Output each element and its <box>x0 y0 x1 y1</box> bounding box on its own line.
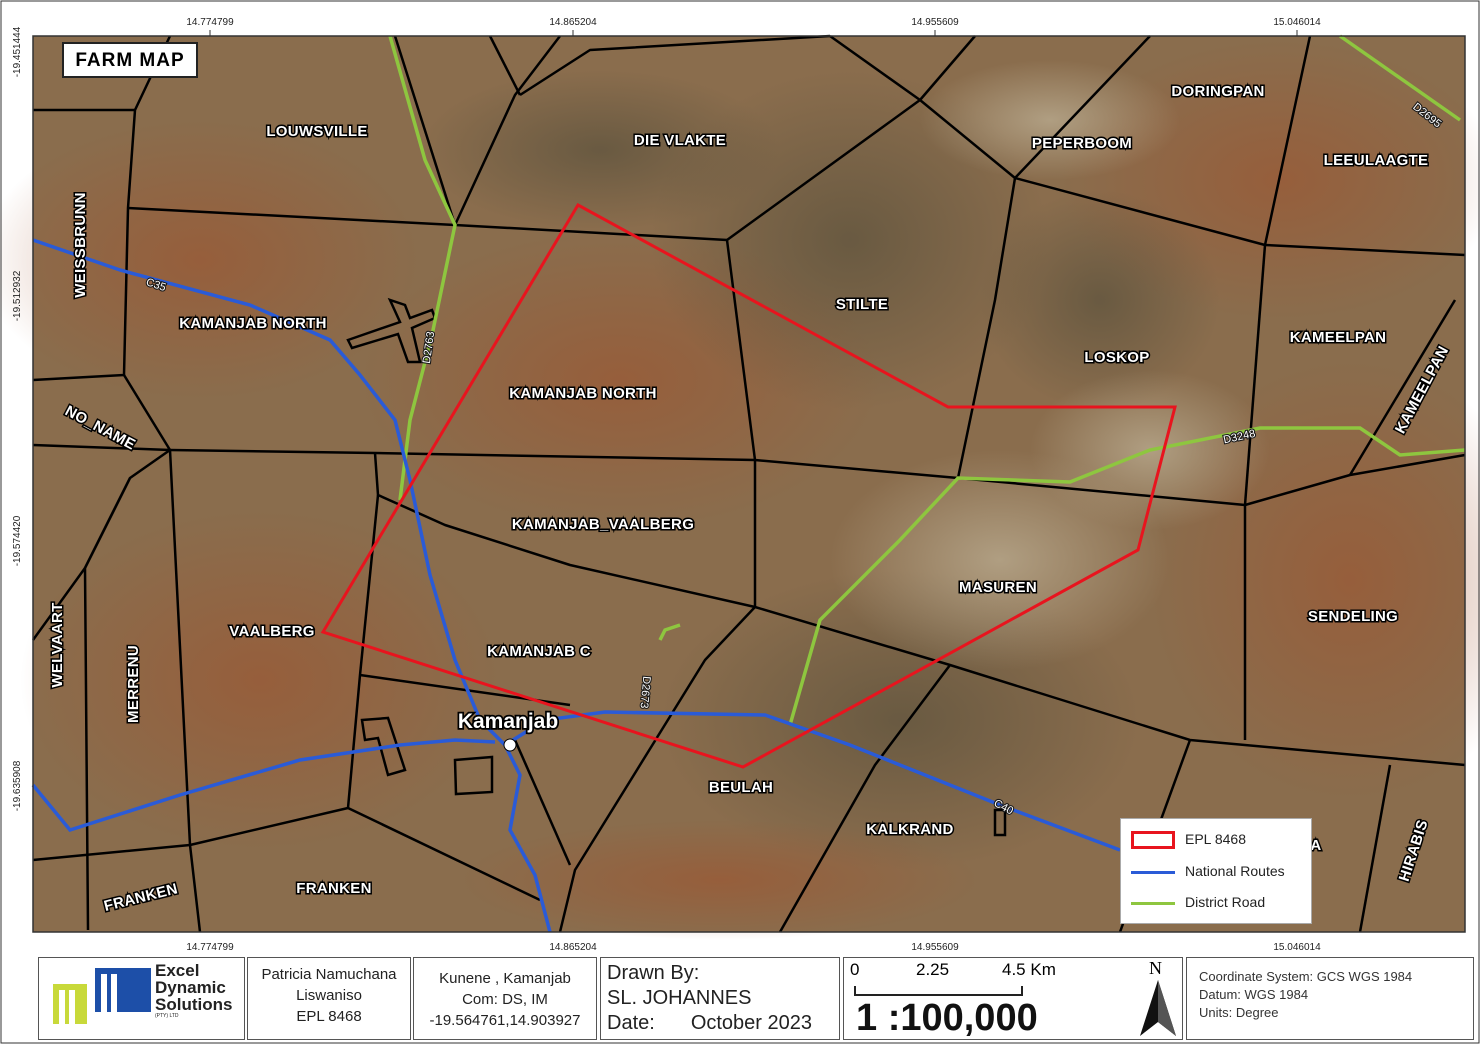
farm-label: WELVAART <box>49 602 66 687</box>
company-logo-icon <box>53 968 151 1024</box>
tick-label: 14.955609 <box>911 17 959 28</box>
logo-text: Dynamic <box>155 978 226 997</box>
epl-8468-boundary <box>320 202 1177 769</box>
district-swatch <box>1131 901 1175 905</box>
tick-label: 14.865204 <box>549 942 597 953</box>
company-logo-box: Excel Dynamic Solutions (PTY) LTD <box>38 957 245 1040</box>
grid-ticks: 14.774799 14.865204 14.955609 15.046014 … <box>12 17 1321 953</box>
road-label: D2673 <box>638 676 653 709</box>
client-epl: EPL 8468 <box>296 1008 362 1025</box>
date-value: October 2023 <box>690 1012 813 1034</box>
legend-item-epl: EPL 8468 <box>1131 831 1246 851</box>
drawn-by-box: Drawn By: SL. JOHANNES Date: October 2023 <box>600 957 840 1040</box>
legend-item-national: National Routes <box>1131 863 1285 883</box>
tick-label: -19.451444 <box>12 26 23 77</box>
datum: Datum: WGS 1984 <box>1199 987 1309 1002</box>
logo-subtext: (PTY) LTD <box>155 1013 179 1019</box>
farm-label: BEULAH <box>709 779 773 796</box>
tick-label: 15.046014 <box>1273 942 1321 953</box>
date-label: Date: <box>607 1012 655 1034</box>
farm-label: VAALBERG <box>229 623 314 640</box>
scale-ratio: 1 :100,000 <box>856 997 1038 1039</box>
road-label: D2763 <box>421 331 437 365</box>
farm-label: MASUREN <box>959 579 1037 596</box>
farm-label: DORINGPAN <box>1171 83 1264 100</box>
units: Units: Degree <box>1199 1005 1279 1020</box>
parcel-outline <box>360 716 407 777</box>
farm-label: LOUWSVILLE <box>266 123 367 140</box>
north-label: N <box>1149 958 1162 978</box>
town-label: Kamanjab <box>458 710 558 733</box>
farm-label: KAMANJAB NORTH <box>509 385 657 402</box>
farm-label: KAMANJAB NORTH <box>179 315 327 332</box>
tick-label: 14.774799 <box>186 942 234 953</box>
logo-text: Excel <box>155 961 200 980</box>
legend-label: District Road <box>1185 894 1266 910</box>
drawn-by-name: SL. JOHANNES <box>607 987 752 1009</box>
tick-label: -19.574420 <box>12 515 23 566</box>
farm-label: DIE VLAKTE <box>634 132 726 149</box>
client-box: Patricia Namuchana Liswaniso EPL 8468 <box>247 957 411 1040</box>
client-name: Patricia Namuchana <box>261 966 397 983</box>
farm-labels: LOUWSVILLE DIE VLAKTE DORINGPAN PEPERBOO… <box>48 82 1454 917</box>
tick-label: 14.955609 <box>911 942 959 953</box>
scale-tick: 4.5 Km <box>1002 960 1056 979</box>
logo-text: Solutions <box>155 995 233 1014</box>
legend-label: EPL 8468 <box>1185 831 1246 847</box>
commodity: Com: DS, IM <box>462 991 548 1008</box>
farm-label: KALKRAND <box>866 821 953 838</box>
farm-label: KAMEELPAN <box>1290 329 1387 346</box>
farm-label: SENDELING <box>1308 608 1398 625</box>
farm-label: A <box>1310 837 1321 854</box>
national-swatch <box>1131 870 1175 874</box>
north-arrow-icon <box>1140 980 1176 1036</box>
location-name: Kunene , Kamanjab <box>439 970 571 987</box>
scale-box: 0 2.25 4.5 Km 1 :100,000 N <box>843 957 1183 1040</box>
location-coords: -19.564761,14.903927 <box>429 1012 581 1029</box>
farm-label: LEEULAAGTE <box>1324 152 1429 169</box>
coord-system: Coordinate System: GCS WGS 1984 <box>1199 969 1413 984</box>
farm-label: PEPERBOOM <box>1032 135 1132 152</box>
tick-label: -19.512932 <box>12 270 23 321</box>
farm-label: STILTE <box>836 296 888 313</box>
satellite-basemap <box>0 36 1480 940</box>
farm-label: KAMANJAB_VAALBERG <box>512 516 694 533</box>
farm-label: MERRENU <box>125 645 142 723</box>
farm-label: KAMANJAB C <box>487 643 591 660</box>
map-title: FARM MAP <box>62 42 198 78</box>
scale-tick: 0 <box>850 960 860 979</box>
national-routes <box>31 238 1121 933</box>
legend-label: National Routes <box>1185 863 1285 879</box>
drawn-by-label: Drawn By: <box>607 962 700 984</box>
tick-label: 14.865204 <box>549 17 597 28</box>
epl-swatch <box>1131 831 1175 850</box>
farm-label: WEISSBRUNN <box>72 192 89 298</box>
tick-label: 14.774799 <box>186 17 234 28</box>
location-box: Kunene , Kamanjab Com: DS, IM -19.564761… <box>413 957 597 1040</box>
parcel-outline <box>993 808 1007 837</box>
scale-bar <box>854 986 1023 996</box>
legend: EPL 8468 National Routes District Road <box>1120 818 1312 924</box>
farm-label: LOSKOP <box>1084 349 1149 366</box>
parcel-outline <box>453 755 494 796</box>
farm-label: FRANKEN <box>296 880 371 897</box>
coordinate-system-box: Coordinate System: GCS WGS 1984 Datum: W… <box>1186 957 1474 1040</box>
town-marker <box>503 738 517 752</box>
tick-label: 15.046014 <box>1273 17 1321 28</box>
legend-item-district: District Road <box>1131 894 1265 914</box>
date-row: Date: October 2023 <box>607 1011 833 1036</box>
map-frame-border <box>32 35 1466 933</box>
scale-tick: 2.25 <box>916 960 950 979</box>
tick-label: -19.635908 <box>12 760 23 811</box>
client-name: Liswaniso <box>296 987 362 1004</box>
